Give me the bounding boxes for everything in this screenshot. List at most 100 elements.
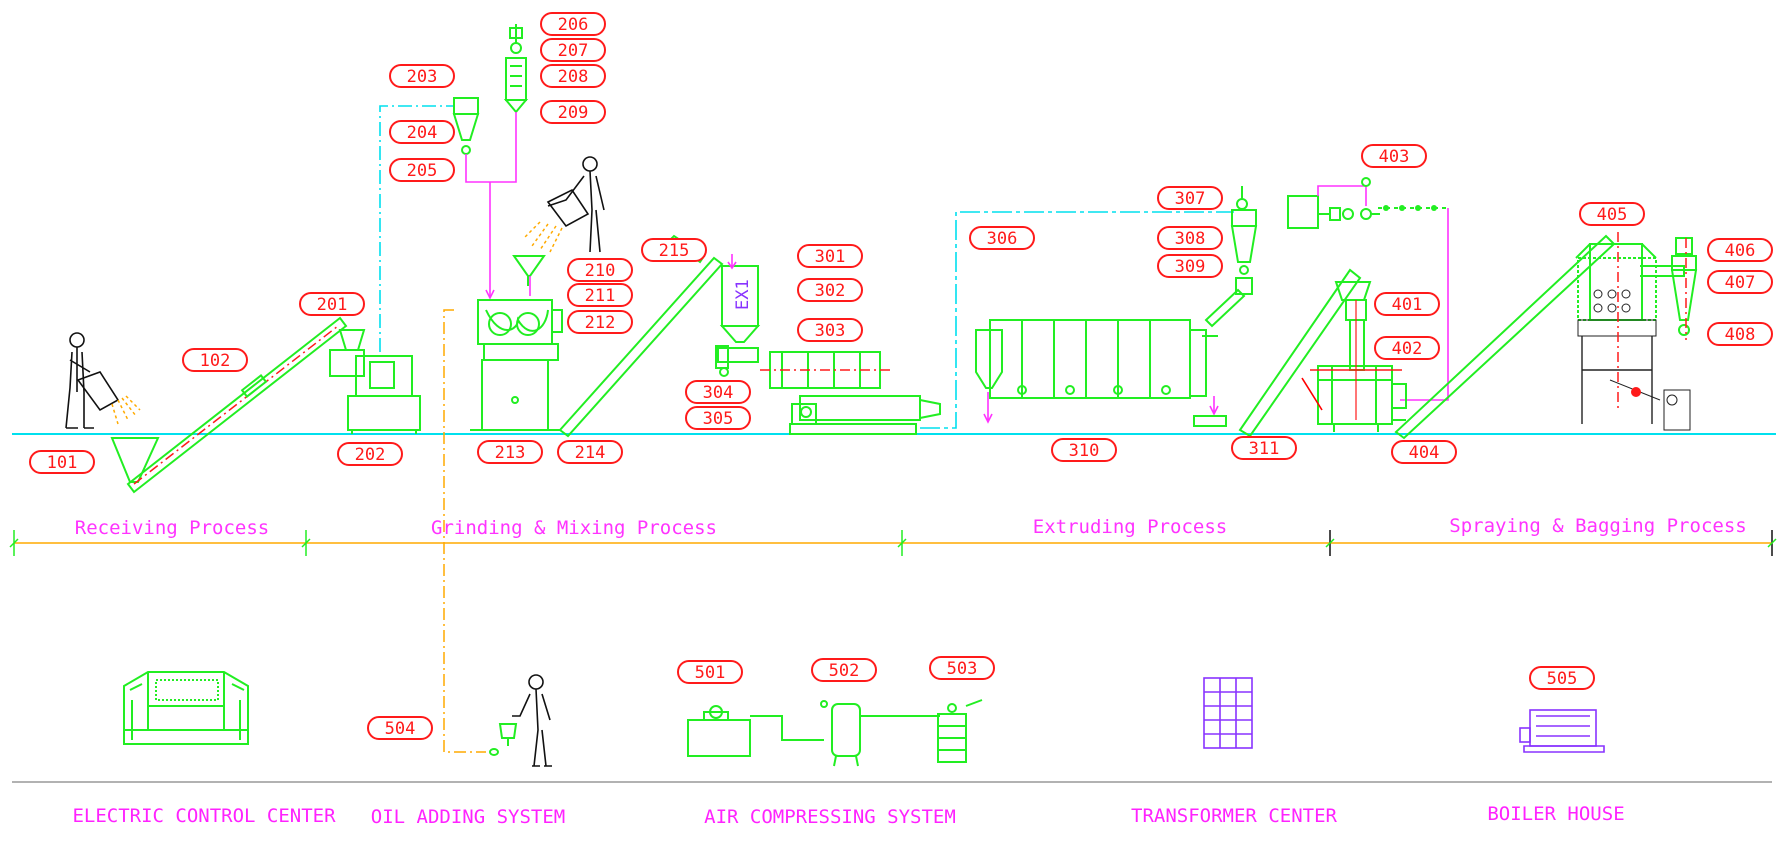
tag-label: 504 — [385, 719, 416, 739]
equipment-tag-504: 504 — [367, 716, 433, 740]
transformer-cabinet — [1203, 677, 1253, 749]
tag-label: 304 — [703, 383, 734, 403]
tag-label: 305 — [703, 409, 734, 429]
tag-oval — [1157, 226, 1223, 250]
tag-label: 501 — [695, 663, 726, 683]
tag-oval — [1051, 438, 1117, 462]
elevator-311 — [1193, 268, 1362, 438]
utilities-section — [123, 309, 1605, 767]
system-label-air: AIR COMPRESSING SYSTEM — [704, 806, 956, 828]
equipment-tag-210: 210 — [567, 258, 633, 282]
tag-oval — [540, 100, 606, 124]
tag-label: 310 — [1069, 441, 1100, 461]
equipment-tag-306: 306 — [969, 226, 1035, 250]
system-label-boiler: BOILER HOUSE — [1487, 803, 1624, 825]
equipment-tag-309: 309 — [1157, 254, 1223, 278]
tag-label: 208 — [558, 67, 589, 87]
air-tank-502 — [820, 700, 861, 767]
spraying-section — [1287, 177, 1698, 440]
tag-label: 212 — [585, 313, 616, 333]
equipment-tag-301: 301 — [797, 244, 863, 268]
tag-label: 210 — [585, 261, 616, 281]
tag-oval — [389, 64, 455, 88]
equipment-tag-214: 214 — [557, 440, 623, 464]
tag-label: 404 — [1409, 443, 1440, 463]
tag-label: 405 — [1597, 205, 1628, 225]
tag-label: 102 — [200, 351, 231, 371]
oil-line — [443, 309, 486, 753]
tag-oval — [29, 450, 95, 474]
tag-label: 406 — [1725, 241, 1756, 261]
tag-oval — [677, 660, 743, 684]
operator-figure-210 — [546, 156, 605, 253]
equipment-tag-502: 502 — [811, 658, 877, 682]
equipment-tag-304: 304 — [685, 380, 751, 404]
tag-oval — [182, 348, 248, 372]
equipment-tag-208: 208 — [540, 64, 606, 88]
equipment-tag-211: 211 — [567, 283, 633, 307]
cooler-405 — [1575, 232, 1691, 431]
equipment-tag-501: 501 — [677, 660, 743, 684]
tag-label: 201 — [317, 295, 348, 315]
tag-label: 205 — [407, 161, 438, 181]
cyclone-204 — [452, 97, 480, 155]
tag-label: 209 — [558, 103, 589, 123]
tag-label: 505 — [1547, 669, 1578, 689]
oil-tank-504 — [489, 723, 518, 756]
fan-pipe — [465, 112, 517, 183]
tag-oval — [567, 310, 633, 334]
equipment-tag-404: 404 — [1391, 440, 1457, 464]
process-label-grinding: Grinding & Mixing Process — [431, 517, 717, 539]
tag-oval — [540, 64, 606, 88]
tag-oval — [929, 656, 995, 680]
equipment-tag-101: 101 — [29, 450, 95, 474]
bin-ex1: EX1 — [719, 254, 761, 343]
equipment-tag-204: 204 — [389, 120, 455, 144]
tag-label: 101 — [47, 453, 78, 473]
tag-oval — [685, 380, 751, 404]
tag-oval — [685, 406, 751, 430]
tag-label: 403 — [1379, 147, 1410, 167]
tag-oval — [641, 238, 707, 262]
tag-oval — [1374, 292, 1440, 316]
equipment-tag-212: 212 — [567, 310, 633, 334]
tag-oval — [811, 658, 877, 682]
dryer-310 — [975, 319, 1218, 399]
tag-oval — [567, 258, 633, 282]
process-label-extruding: Extruding Process — [1033, 516, 1227, 538]
coater-402 — [1310, 281, 1407, 432]
extruder-305 — [789, 395, 941, 435]
pneumatic-pipe — [379, 105, 454, 352]
tag-label: 206 — [558, 15, 589, 35]
equipment-tag-305: 305 — [685, 406, 751, 430]
tag-oval — [540, 12, 606, 36]
tag-oval — [1374, 336, 1440, 360]
tag-oval — [389, 120, 455, 144]
equipment-tag-layer: 1011022012022032042052062072082092102112… — [29, 12, 1773, 740]
tag-oval — [1391, 440, 1457, 464]
equipment-tag-401: 401 — [1374, 292, 1440, 316]
tag-oval — [337, 442, 403, 466]
mixer-212 — [470, 299, 563, 431]
tag-label: 211 — [585, 286, 616, 306]
equipment-tag-406: 406 — [1707, 238, 1773, 262]
tag-oval — [1529, 666, 1595, 690]
tag-label: 207 — [558, 41, 589, 61]
tag-oval — [1707, 322, 1773, 346]
tag-oval — [367, 716, 433, 740]
tag-oval — [557, 440, 623, 464]
tag-oval — [969, 226, 1035, 250]
equipment-tag-405: 405 — [1579, 202, 1645, 226]
tag-label: 213 — [495, 443, 526, 463]
equipment-tag-213: 213 — [477, 440, 543, 464]
tag-oval — [1157, 254, 1223, 278]
process-label-spraying: Spraying & Bagging Process — [1449, 515, 1746, 537]
tag-label: 503 — [947, 659, 978, 679]
inclined-conveyor-102 — [126, 316, 348, 494]
system-label-oil: OIL ADDING SYSTEM — [371, 806, 565, 828]
equipment-tag-503: 503 — [929, 656, 995, 680]
equipment-tag-408: 408 — [1707, 322, 1773, 346]
tag-oval — [540, 38, 606, 62]
